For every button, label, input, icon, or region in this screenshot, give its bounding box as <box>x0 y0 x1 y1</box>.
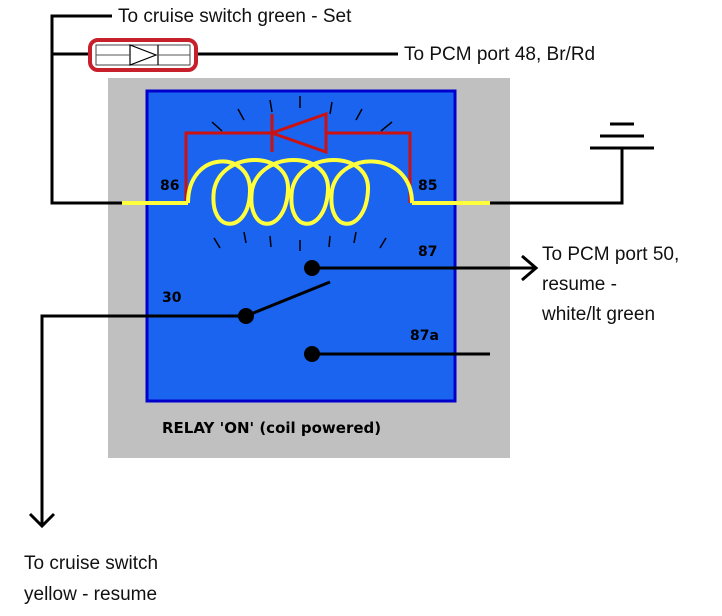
pin-87a-label: 87a <box>410 328 439 344</box>
label-set-wire: To cruise switch green - Set <box>118 6 352 27</box>
relay-caption: RELAY 'ON' (coil powered) <box>162 419 381 437</box>
label-pcm50-line1: To PCM port 50, <box>542 244 679 265</box>
pin-86-label: 86 <box>160 178 179 194</box>
relay-switch <box>118 260 490 362</box>
label-resume-line1: To cruise switch <box>24 553 158 574</box>
pin-85-label: 85 <box>418 178 437 194</box>
ground-icon <box>590 122 654 150</box>
spark-marks <box>211 96 393 251</box>
label-pcm48: To PCM port 48, Br/Rd <box>404 44 595 65</box>
relay-coil <box>122 158 490 226</box>
external-diode <box>88 38 198 72</box>
pin-30-label: 30 <box>162 290 182 306</box>
external-wiring <box>28 14 624 529</box>
label-resume-line2: yellow - resume <box>24 584 157 605</box>
pin-87-label: 87 <box>418 244 437 260</box>
contact-30 <box>238 308 254 324</box>
label-pcm50-line2: resume - <box>542 274 617 295</box>
label-pcm50-line3: white/lt green <box>541 304 655 325</box>
internal-diode <box>184 111 412 203</box>
